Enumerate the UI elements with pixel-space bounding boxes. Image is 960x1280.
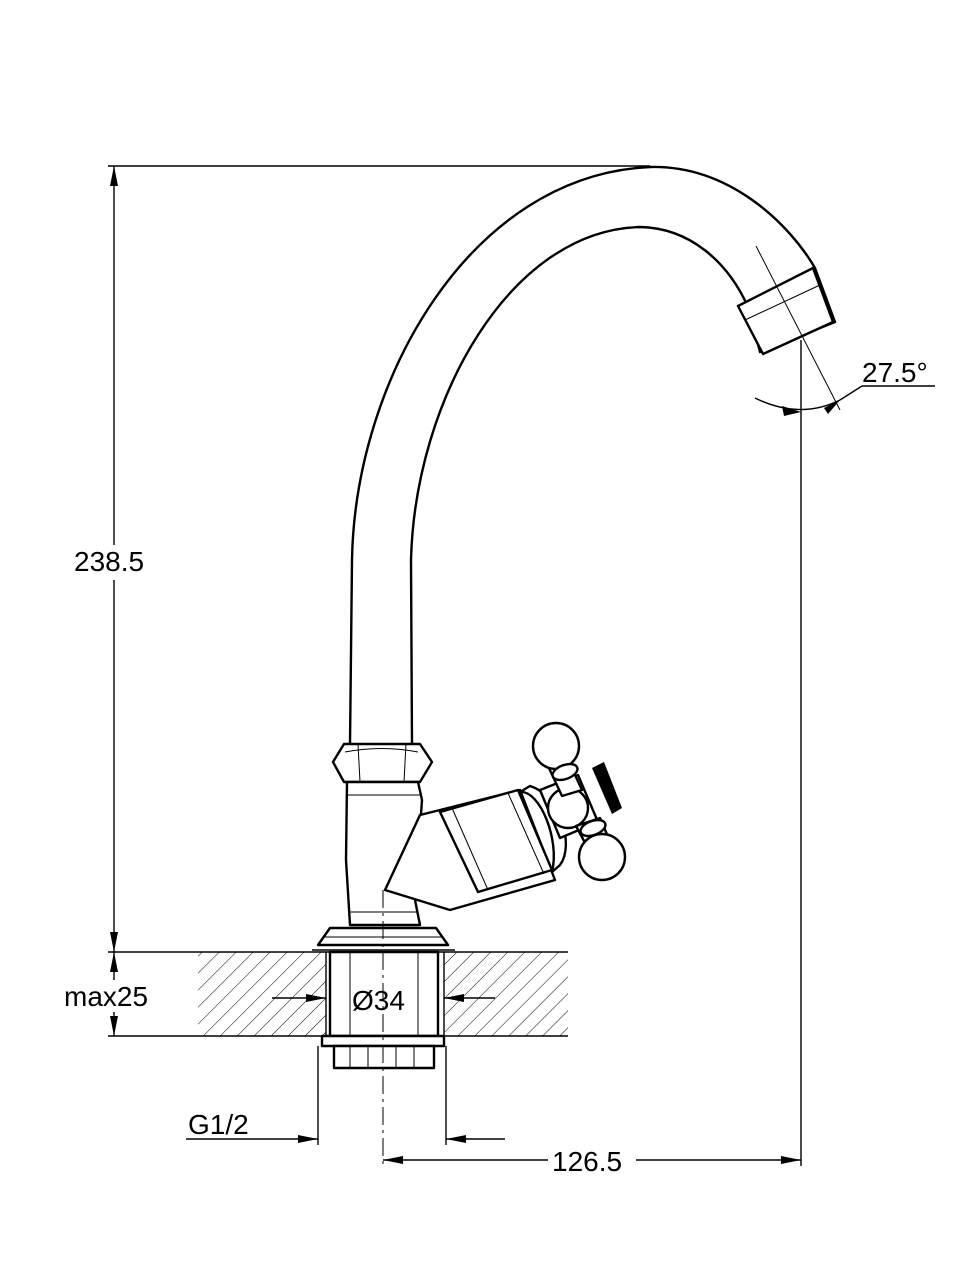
hex-nut [331, 742, 434, 784]
height-dimension: 238.5 [74, 165, 650, 952]
hole-diameter-label: Ø34 [352, 985, 405, 1016]
angle-label: 27.5° [862, 357, 928, 388]
shank [320, 950, 446, 1070]
angle-dimension: 27.5° [754, 245, 935, 416]
countertop-section [108, 951, 568, 1037]
thread-dimension: G1/2 [186, 1046, 505, 1145]
faucet-outline [312, 165, 837, 1165]
handle-knob-bottom [577, 832, 627, 882]
handle-knob-top [531, 721, 581, 771]
thread-label: G1/2 [188, 1109, 249, 1140]
cross-handle [531, 721, 627, 882]
hole-diameter-dimension: Ø34 [272, 985, 495, 1016]
thickness-label: max25 [64, 981, 148, 1012]
thickness-dimension: max25 [64, 952, 148, 1036]
height-label: 238.5 [74, 546, 144, 577]
reach-label: 126.5 [552, 1146, 622, 1177]
reach-dimension: 126.5 [383, 340, 802, 1177]
